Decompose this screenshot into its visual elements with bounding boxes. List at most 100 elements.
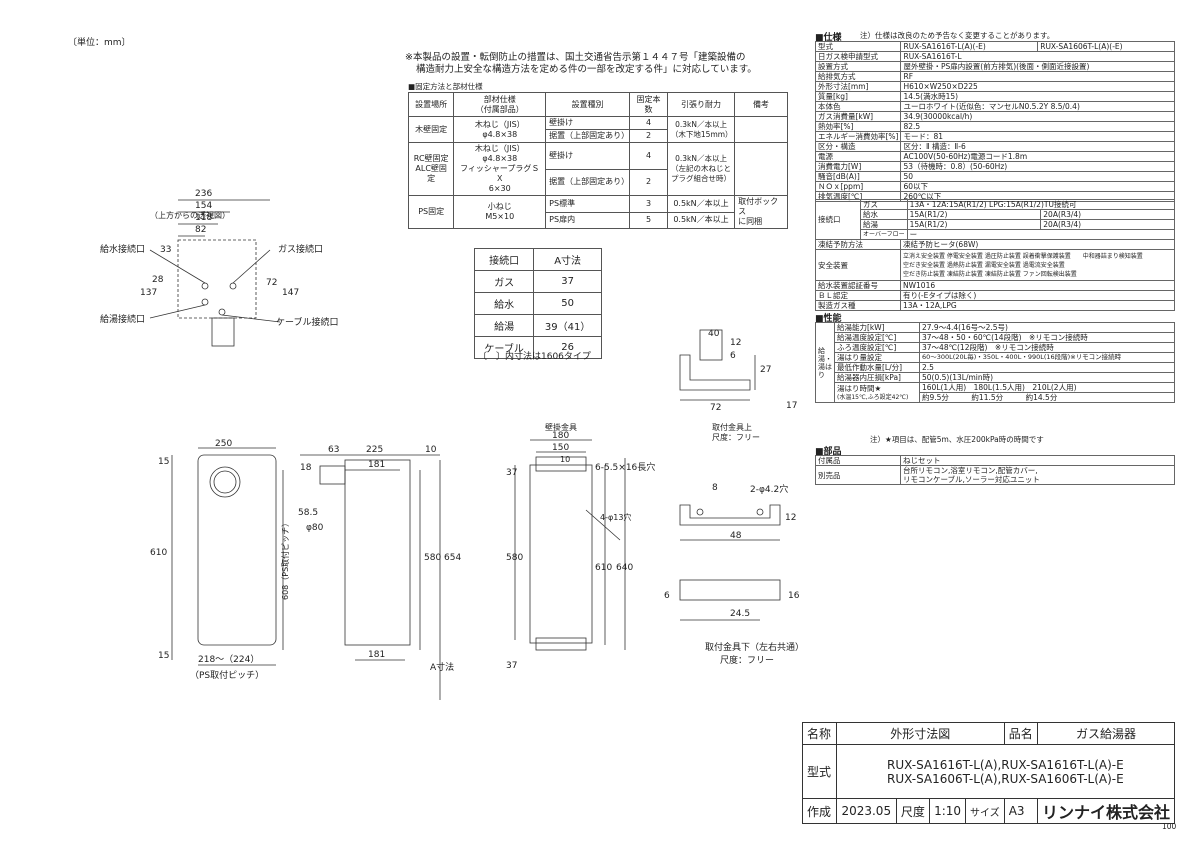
fixing-cell: RC壁固定 ALC壁固定 bbox=[407, 142, 455, 196]
spec-key: 設置方式 bbox=[814, 61, 902, 72]
spec-value: ユーロホワイト(近似色：マンセルN0.5.2Y 8.5/0.4) bbox=[900, 101, 1175, 112]
spec-key: 給湯温度設定[℃] bbox=[834, 332, 920, 343]
small-bracket-top bbox=[679, 354, 751, 391]
spec-key: ガス消費量[kW] bbox=[814, 111, 902, 122]
spec-key: 日ガス検申請型式 bbox=[814, 51, 902, 62]
spec-value: 屋外壁掛・PS扉内設置(前方排気)(後面・側面近接設置) bbox=[900, 61, 1175, 72]
spec-key: 本体色 bbox=[814, 101, 902, 112]
top-view-caption: （上方からの透視図） bbox=[150, 210, 230, 220]
dim-side-phi80: φ80 bbox=[306, 523, 324, 533]
fixing-cell: 据置（上部固定あり） bbox=[545, 168, 631, 196]
dim-side-A: A寸法 bbox=[430, 661, 454, 673]
dim-side-580: 580 bbox=[424, 553, 441, 563]
parts-table: 付属品ねじセット 別売品台所リモコン,浴室リモコン,配管カバー, リモコンケーブ… bbox=[815, 455, 1175, 485]
spec-key: オーバーフロー bbox=[860, 229, 908, 240]
spec-key: 凍結予防方法 bbox=[815, 239, 901, 250]
conn-cell: ケーブル bbox=[473, 336, 535, 359]
dim-bottom-12: 12 bbox=[785, 513, 796, 523]
dim-bracket-150: 150 bbox=[552, 443, 569, 453]
dim-small-17: 17 bbox=[786, 401, 797, 411]
bracket-bottom-plan bbox=[679, 579, 781, 601]
fixing-title: ■固定方法と部材仕様 bbox=[408, 82, 483, 91]
spec-value: 14.5(満水時15) bbox=[900, 91, 1175, 102]
dim-small-27: 27 bbox=[760, 365, 771, 375]
spec-key: 最低作動水量[L/分] bbox=[834, 362, 920, 373]
fixing-cell: 木ねじ（JIS） φ4.8×38 bbox=[453, 116, 547, 143]
label-cable-inlet: ケーブル接続口 bbox=[276, 316, 338, 328]
conn-cell: 26 bbox=[533, 336, 602, 359]
safety-line: 空だき防止装置 凍結防止装置 凍結防止装置 ファン回転検出装置 bbox=[903, 270, 1077, 278]
dim-front-608: 608（PS取付ピッチ） bbox=[280, 519, 290, 600]
bracket-bottom-side bbox=[679, 504, 781, 526]
spec-note: 注）仕様は改良のため予告なく変更することがあります。 bbox=[860, 31, 1055, 40]
fixing-header: 設置種別 bbox=[545, 92, 631, 117]
spec-value: 2.5 bbox=[919, 362, 1175, 373]
company-name: リンナイ株式会社 bbox=[1036, 798, 1176, 824]
dim-side-18: 18 bbox=[300, 463, 312, 473]
bracket-bottom-scale: 尺度：フリー bbox=[720, 654, 774, 666]
spec-key: 製造ガス種 bbox=[815, 300, 901, 311]
bracket-top-tab bbox=[535, 456, 587, 472]
drawing-canvas: （上方からの透視図） 236 154 118 82 33 28 137 72 1… bbox=[100, 189, 800, 700]
bracket-bottom-tab bbox=[535, 637, 587, 651]
dim-front-218: 218～（224） bbox=[198, 654, 259, 665]
dim-bottom-8: 8 bbox=[712, 483, 718, 493]
spec-key: 電源 bbox=[814, 151, 902, 162]
dim-front-15-top: 15 bbox=[158, 457, 169, 467]
dim-side-181: 181 bbox=[368, 460, 385, 470]
model-line-2: RUX-SA1606T-L(A),RUX-SA1606T-L(A)-E bbox=[887, 771, 1124, 786]
spec-value: 区分：Ⅱ 構造：Ⅱ-6 bbox=[900, 141, 1175, 152]
spec-value: 凍結予防ヒータ(68W) bbox=[900, 239, 1175, 250]
dim-front-15-bottom: 15 bbox=[158, 651, 169, 661]
perf-table: 給湯・湯はり 給湯能力[kW]27.9～4.4(16号～2.5号) 給湯温度設定… bbox=[815, 322, 1175, 403]
title-model-label: 型式 bbox=[802, 744, 837, 799]
spec-value: モード：81 bbox=[900, 131, 1175, 142]
title-scale-value: 1:10 bbox=[929, 798, 967, 824]
dim-top-82: 82 bbox=[195, 225, 206, 235]
title-size-label: サイズ bbox=[965, 798, 1005, 824]
spec-value: 20A(R3/4) bbox=[1040, 209, 1175, 220]
dim-bracket-180: 180 bbox=[552, 431, 569, 441]
front-view-caption: （PS取付ピッチ） bbox=[190, 670, 264, 681]
spec-key: 熱効率[%] bbox=[814, 121, 902, 132]
dim-small-6: 6 bbox=[730, 351, 736, 361]
dim-top-154: 154 bbox=[195, 201, 212, 211]
spec-key: 型式 bbox=[814, 41, 902, 52]
spec-key: 外形寸法[mm] bbox=[814, 81, 902, 92]
dim-side-58.5: 58.5 bbox=[298, 508, 318, 518]
title-scale-label: 尺度 bbox=[895, 798, 931, 824]
dim-small-12: 12 bbox=[730, 338, 741, 348]
dim-small-72: 72 bbox=[710, 403, 721, 413]
dim-bracket-37-bottom: 37 bbox=[506, 661, 517, 671]
fixing-cell: 取付ボックス に同梱 bbox=[734, 195, 788, 229]
fixing-cell: 小ねじ M5×10 bbox=[453, 195, 547, 229]
dim-front-250: 250 bbox=[215, 439, 232, 449]
spec-value: 82.5 bbox=[900, 121, 1175, 132]
small-bracket-caption: 取付金具上 bbox=[712, 422, 752, 432]
spec-key: 安全装置 bbox=[815, 249, 901, 281]
front-view-body bbox=[197, 454, 277, 646]
spec-value: 34.9(30000kcal/h) bbox=[900, 111, 1175, 122]
side-view-body bbox=[344, 459, 411, 646]
spec-value: 台所リモコン,浴室リモコン,配管カバー, リモコンケーブル,ソーラー対応ユニット bbox=[900, 465, 1175, 485]
spec-value: 37～48℃(12段階) ※リモコン接続時 bbox=[919, 342, 1175, 353]
spec-key: 別売品 bbox=[815, 465, 901, 485]
fixing-cell: PS扉内 bbox=[545, 211, 631, 229]
spec-key: 給排気方式 bbox=[814, 71, 902, 82]
fixing-cell: 壁掛け bbox=[545, 142, 631, 170]
dim-top-137: 137 bbox=[140, 288, 157, 298]
safety-line: 空だき安全装置 過熱防止装置 漏電安全装置 過電流安全装置 bbox=[903, 261, 1065, 269]
top-view-pipe bbox=[211, 317, 235, 347]
bracket-title: 壁掛金具 bbox=[545, 422, 577, 432]
dim-bracket-610: 610 bbox=[595, 563, 612, 573]
conn-cell: 39（41） bbox=[533, 314, 602, 337]
spec-key: エネルギー消費効率[%] bbox=[814, 131, 902, 142]
fixing-cell: 0.3kN／本以上 （左記の木ねじと プラグ組合せ時） bbox=[666, 142, 736, 196]
dim-bracket-10: 10 bbox=[560, 455, 570, 464]
spec-value: 53（待機時：0.8）(50-60Hz) bbox=[900, 161, 1175, 172]
title-model-value: RUX-SA1616T-L(A),RUX-SA1616T-L(A)-E RUX-… bbox=[835, 744, 1176, 799]
label-water-inlet: 給水接続口 bbox=[100, 243, 145, 255]
title-product-value: ガス給湯器 bbox=[1036, 722, 1176, 745]
page-code: 100 bbox=[1162, 822, 1177, 831]
